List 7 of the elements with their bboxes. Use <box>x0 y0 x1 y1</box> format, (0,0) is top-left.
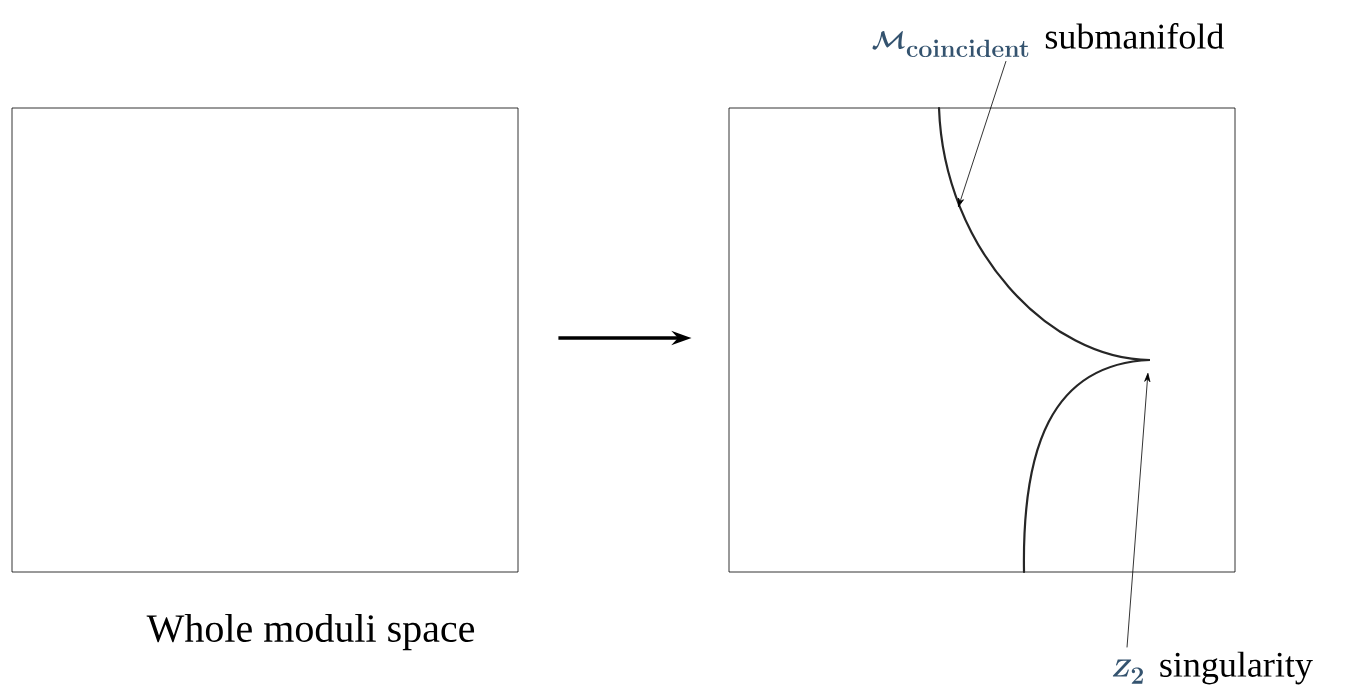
node-label: Whole moduli space <box>146 613 475 651</box>
leader-line <box>1126 372 1151 648</box>
leader-line <box>958 60 1007 208</box>
curve <box>937 106 1152 574</box>
leader-label: $\boldsymbol{\mathcal{M}}_{\mathbf{coincident}}$ submanifold <box>872 23 1224 58</box>
frame-box <box>728 107 1236 573</box>
leader-label: $\boldsymbol{Z_2}$ singularity <box>1112 651 1313 685</box>
